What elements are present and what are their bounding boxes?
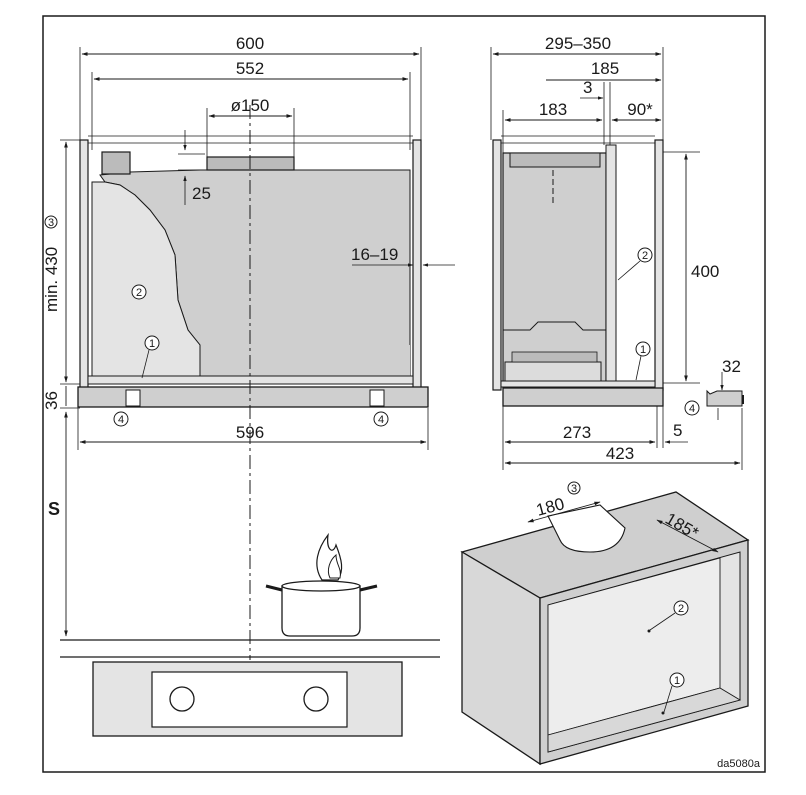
side-hood-base [502, 387, 664, 407]
cooktop-section [60, 532, 440, 737]
side-fan-unit [504, 361, 602, 383]
side-profile-icon [706, 389, 743, 407]
side-duct-collar [509, 152, 601, 168]
front-cabinet-left-side [79, 139, 89, 391]
callout-1-iso: 1 [674, 675, 680, 687]
side-cabinet-front [654, 139, 664, 391]
dim-423-label: 423 [606, 444, 634, 463]
burner-right-icon [303, 686, 329, 712]
front-bracket [101, 151, 131, 175]
dim-line-185-star [656, 519, 719, 553]
dim-430-label: min. 430 [42, 247, 61, 312]
callout-2-front: 2 [136, 287, 142, 299]
iso-inner-shelf [547, 687, 742, 753]
front-clip-right [369, 389, 385, 407]
drawing-code: da5080a [717, 758, 761, 770]
dim-16-19-label: 16–19 [351, 245, 398, 264]
callout-4-front-left: 4 [118, 414, 124, 426]
pot-handles [265, 584, 378, 592]
dim-line-180 [527, 501, 601, 523]
side-front-panel [605, 144, 617, 386]
outer-frame [42, 15, 766, 773]
dim-150-label: ø150 [231, 96, 270, 115]
dim-552-label: 552 [236, 59, 264, 78]
callout-3-iso: 3 [571, 483, 577, 495]
front-view: 600 552 ø150 25 16–19 min. 430 3 36 [42, 34, 455, 660]
dim-32-label: 32 [722, 357, 741, 376]
dim-183-label: 183 [539, 100, 567, 119]
side-cabinet-back [492, 139, 502, 391]
callout-1-front: 1 [149, 338, 155, 350]
callout-4-front-right: 4 [378, 414, 384, 426]
dim-295-350-label: 295–350 [545, 34, 611, 53]
dim-273-label: 273 [563, 423, 591, 442]
dim-596-label: 596 [236, 423, 264, 442]
callout-2-iso: 2 [678, 603, 684, 615]
front-clip-left [125, 389, 141, 407]
cooking-pot [281, 585, 361, 637]
dim-185-label: 185 [591, 59, 619, 78]
callout-4-side: 4 [689, 403, 695, 415]
dim-400-label: 400 [691, 262, 719, 281]
dim-36-label: 36 [42, 391, 61, 410]
dim-600-label: 600 [236, 34, 264, 53]
front-cabinet-right-side [412, 139, 422, 391]
side-hood-body [502, 152, 607, 384]
dim-3-label: 3 [583, 78, 592, 97]
dim-5-label: 5 [673, 421, 682, 440]
side-view: 295–350 185 3 183 90* 400 32 273 [490, 34, 744, 470]
burner-left-icon [169, 686, 195, 712]
dim-90-label: 90* [627, 100, 653, 119]
dim-s-label: S [48, 499, 60, 519]
dim-25-label: 25 [192, 184, 211, 203]
isometric-cabinet: 180 3 185* 2 1 [460, 481, 750, 766]
front-hood-base [77, 386, 429, 408]
callout-3-430: 3 [48, 217, 54, 229]
front-hood-lower [200, 345, 410, 380]
callout-1-side: 1 [640, 344, 646, 356]
callout-2-side: 2 [642, 250, 648, 262]
